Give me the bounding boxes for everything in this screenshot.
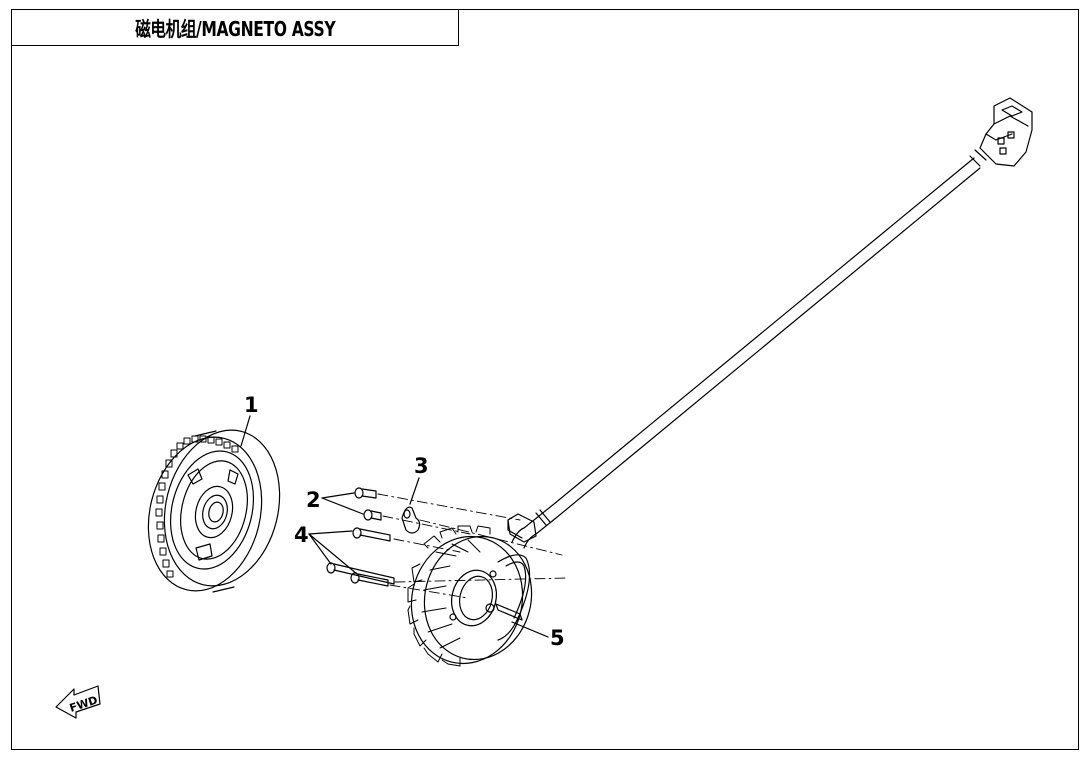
callout-5: 5 [550, 626, 565, 650]
wiring-harness [507, 97, 1033, 549]
title-block: 磁电机组/MAGNETO ASSY [11, 9, 459, 46]
callout-3: 3 [414, 454, 429, 478]
drawing-frame [11, 9, 1079, 750]
flywheel-rotor [147, 429, 281, 593]
assembly-center-lines [377, 493, 568, 599]
leader-1 [240, 415, 251, 447]
fwd-arrow-icon: FWD [55, 685, 101, 719]
wire-clamp [401, 506, 421, 534]
callout-4: 4 [294, 523, 309, 547]
callout-1: 1 [244, 393, 259, 417]
bolt-short-group [354, 487, 382, 521]
callout-2: 2 [306, 488, 321, 512]
stator-assembly [407, 525, 533, 667]
fwd-label: FWD [68, 694, 99, 715]
page-title: 磁电机组/MAGNETO ASSY [134, 17, 336, 41]
